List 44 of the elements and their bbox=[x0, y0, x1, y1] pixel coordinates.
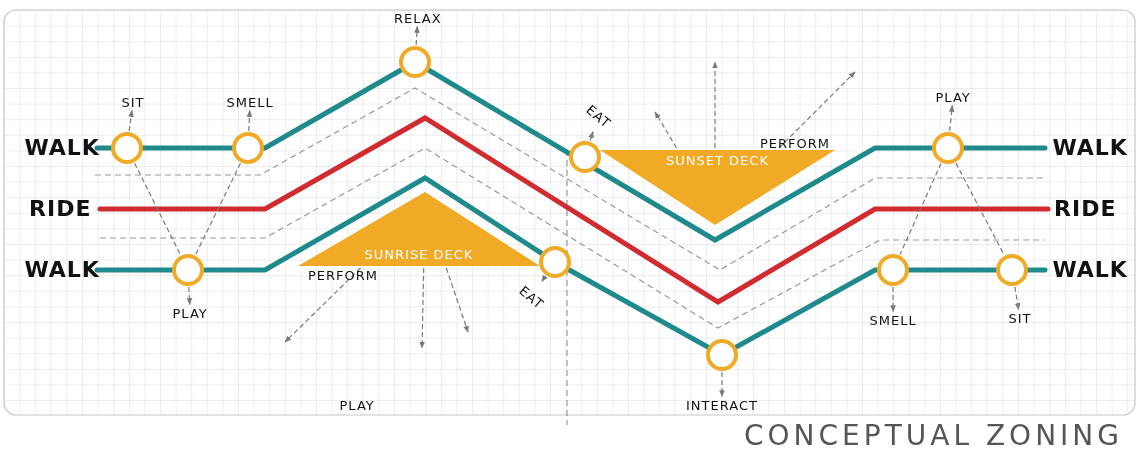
dashed-line bbox=[955, 162, 1005, 256]
deck-label: SUNRISE DECK bbox=[363, 248, 475, 261]
activity-label: PLAY bbox=[339, 398, 375, 412]
line-label: RIDE bbox=[29, 198, 92, 220]
line-label: WALK bbox=[1052, 259, 1128, 281]
dashed-arrow bbox=[284, 267, 362, 343]
dashed-arrow bbox=[890, 286, 896, 313]
line-label: RIDE bbox=[1054, 198, 1117, 220]
deck-label: SUNSET DECK bbox=[665, 154, 770, 167]
dashed-arrow bbox=[712, 61, 718, 149]
line-label: WALK bbox=[1052, 137, 1128, 159]
activity-label: INTERACT bbox=[686, 398, 758, 412]
dashed-line bbox=[194, 162, 242, 256]
activity-label: SIT bbox=[1008, 311, 1032, 325]
line-label: WALK bbox=[24, 137, 100, 159]
dashed-arrow bbox=[948, 104, 955, 132]
dashed-arrow bbox=[128, 109, 134, 132]
diagram-title: CONCEPTUAL ZONING bbox=[744, 422, 1123, 450]
deck-triangle bbox=[600, 150, 835, 225]
activity-label: PERFORM bbox=[308, 268, 379, 282]
activity-label: PERFORM bbox=[760, 136, 831, 150]
dashed-arrow bbox=[186, 286, 193, 306]
activity-label: RELAX bbox=[394, 11, 442, 25]
activity-label: PLAY bbox=[935, 90, 971, 104]
activity-label: SIT bbox=[121, 95, 145, 109]
activity-label: EAT bbox=[583, 102, 613, 130]
dashed-line bbox=[899, 162, 942, 256]
dashed-arrow bbox=[654, 111, 678, 149]
dashed-arrow bbox=[719, 371, 725, 398]
dashed-arrow bbox=[588, 131, 594, 142]
dashed-line bbox=[134, 162, 181, 256]
activity-label: SMELL bbox=[226, 95, 274, 109]
activity-label: SMELL bbox=[869, 313, 917, 327]
dashed-arrow bbox=[414, 25, 420, 46]
line-label: WALK bbox=[24, 259, 100, 281]
dashed-arrow bbox=[1014, 286, 1021, 311]
dashed-arrow bbox=[445, 267, 469, 333]
dashed-arrow bbox=[778, 71, 856, 149]
dashed-arrow bbox=[541, 274, 548, 282]
dashed-arrow bbox=[419, 267, 425, 349]
dashed-arrow bbox=[246, 109, 253, 132]
activity-label: PLAY bbox=[172, 306, 208, 320]
activity-label: EAT bbox=[516, 283, 546, 311]
deck-triangle bbox=[298, 192, 540, 266]
